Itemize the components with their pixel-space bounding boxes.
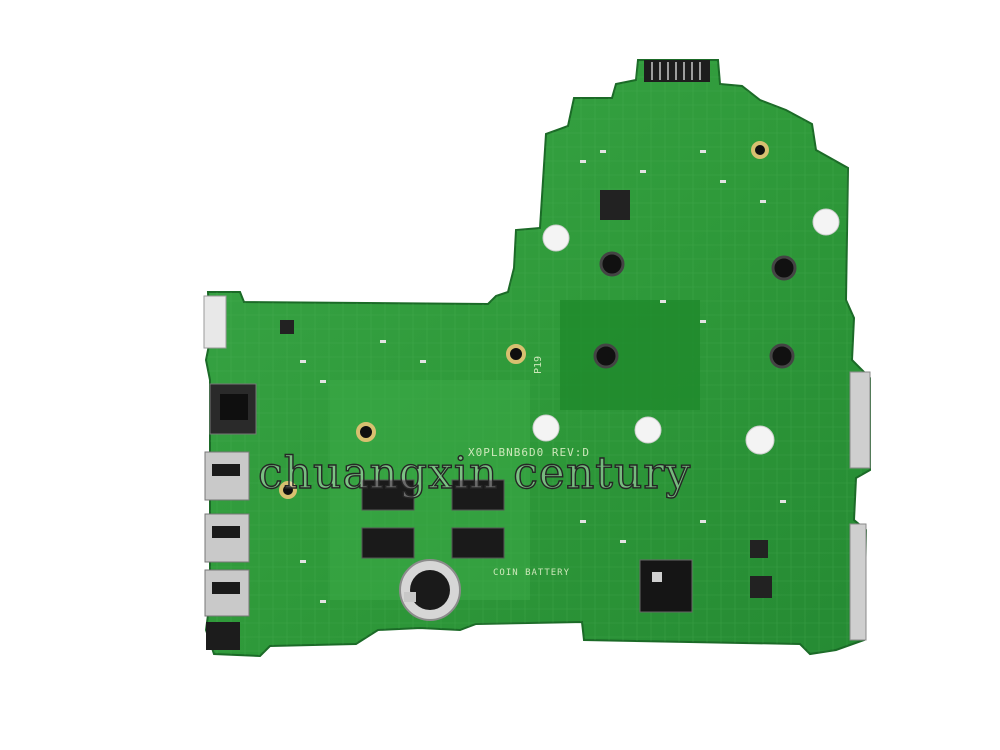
battery-silkscreen: COIN BATTERY bbox=[493, 568, 571, 578]
mount-screws bbox=[593, 251, 797, 369]
cpu-area bbox=[560, 300, 700, 410]
controller-chip bbox=[639, 559, 693, 613]
small-chip bbox=[280, 320, 294, 334]
right-connector-1 bbox=[849, 371, 871, 469]
small-chip bbox=[600, 190, 630, 220]
memory-chips bbox=[361, 479, 505, 559]
white-standoffs bbox=[532, 208, 840, 455]
mount-holes bbox=[279, 141, 769, 499]
smd-components bbox=[300, 150, 786, 603]
small-chip bbox=[750, 576, 772, 598]
right-connector-2 bbox=[849, 523, 867, 641]
pcb-code-silkscreen: X0PLBNB6D0 REV:D bbox=[468, 446, 590, 459]
watermark-text: chuangxin century bbox=[257, 447, 692, 499]
small-chip bbox=[750, 540, 768, 558]
power-jack bbox=[206, 622, 240, 650]
audio-jack bbox=[203, 295, 227, 349]
board-id-silkscreen: P19 bbox=[533, 355, 544, 374]
